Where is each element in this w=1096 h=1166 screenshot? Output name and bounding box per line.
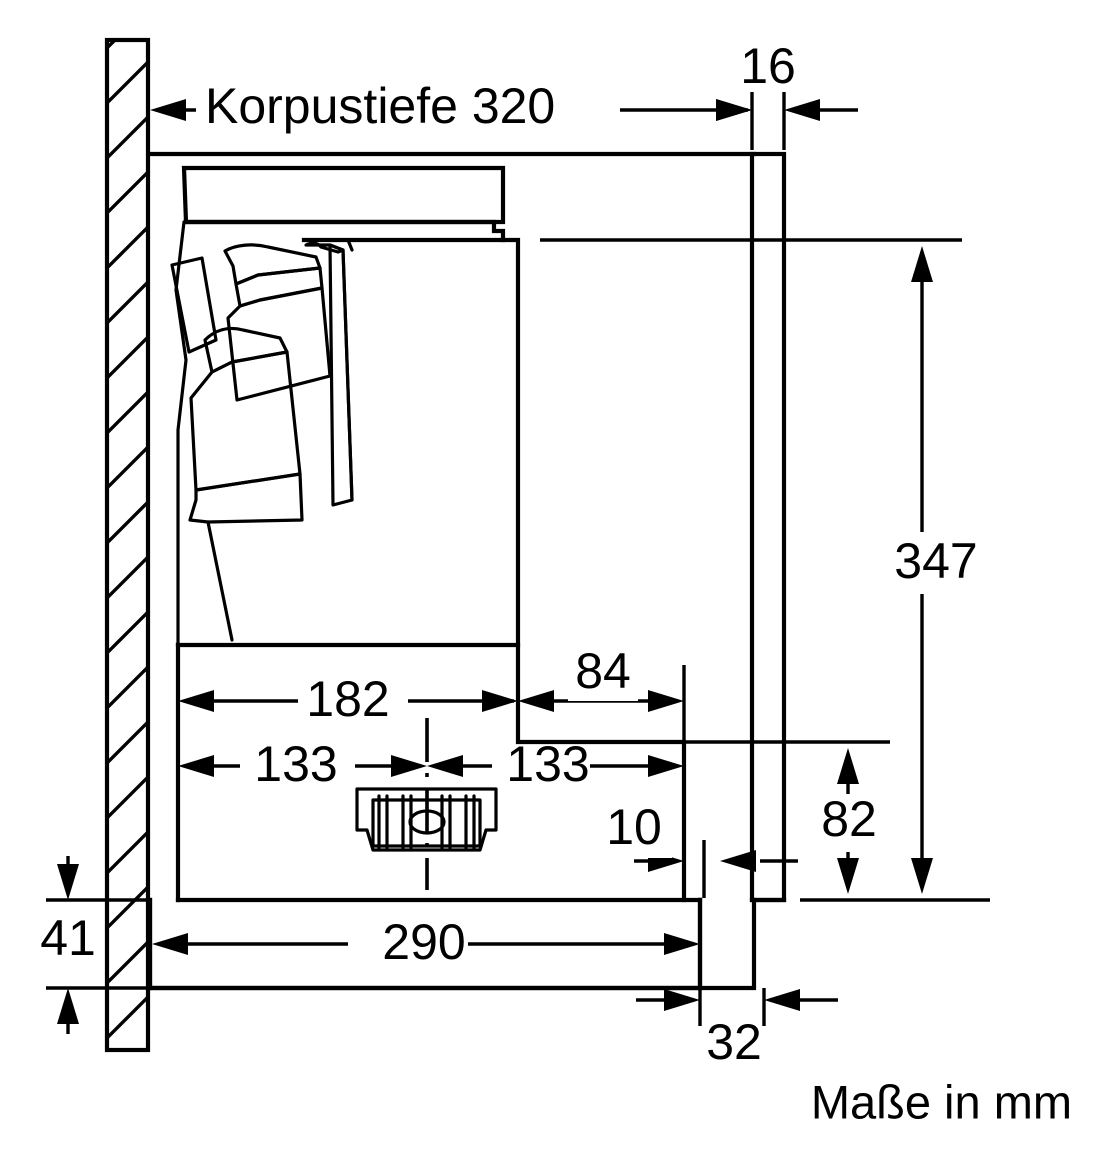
wall-hatching [107, 40, 148, 1050]
dim-10-label-mask [596, 800, 672, 858]
duct-flange-outline [355, 787, 498, 852]
lower-body-step [515, 642, 687, 903]
dim-32-arrow-right [764, 989, 800, 1011]
dim-133-left-label: 133 [254, 736, 337, 792]
canopy-flap-lower [203, 326, 289, 374]
dim-133-right: 133 [427, 736, 684, 792]
dim-347: 347 [540, 238, 996, 902]
wall-section [104, 37, 151, 1053]
dim-347-label: 347 [894, 533, 977, 589]
dim-82-arrow-bottom [837, 858, 859, 894]
canopy-flap-mid [234, 266, 324, 308]
dim-korpustiefe-label: Korpustiefe 320 [205, 78, 555, 134]
dim-41-arrow-bottom [57, 988, 79, 1024]
dim-10-arrow-right [720, 850, 756, 872]
duct-body-outline [371, 798, 482, 848]
front-foot-block [697, 897, 757, 991]
dim-182-arrow-right [482, 690, 518, 712]
canopy-drop-line [206, 520, 234, 642]
dim-84-label: 84 [575, 643, 631, 699]
tilting-canopy-detail [170, 220, 354, 647]
dim-10-label: 10 [606, 799, 662, 855]
dim-290-arrow-right [664, 933, 700, 955]
canopy-lip [188, 472, 304, 524]
dim-347-label-mask [876, 532, 996, 594]
dim-290-label: 290 [382, 914, 465, 970]
dim-korpustiefe-arrow-left [150, 99, 186, 121]
units-note: Maße in mm [811, 1075, 1072, 1128]
dim-41-label: 41 [40, 910, 96, 966]
dim-32: 32 [636, 988, 838, 1070]
dim-84-arrow-left [518, 690, 554, 712]
hood-body-group [147, 151, 787, 991]
canopy-front-rail-edge [341, 248, 354, 502]
canopy-panel-lower [189, 350, 302, 492]
dim-84-arrow-right [648, 690, 684, 712]
canopy-flap-top [223, 243, 322, 286]
dim-82-label-mask [806, 794, 892, 852]
dim-84: 84 [518, 643, 686, 742]
dim-182-arrow-left [178, 690, 214, 712]
front-panel [749, 151, 787, 903]
dim-16: 16 [716, 38, 858, 150]
dim-41: 41 [40, 856, 152, 1034]
dim-290: 290 [152, 914, 700, 970]
dim-82-label: 82 [821, 791, 877, 847]
rail-underside [183, 219, 506, 243]
dim-41-arrow-top [57, 864, 79, 900]
dim-16-arrow-in-right [784, 99, 820, 121]
dim-133-right-arrow-outer [648, 755, 684, 777]
dim-133-right-label: 133 [506, 736, 589, 792]
dim-32-label: 32 [706, 1014, 762, 1070]
dim-133-left-arrow-inner [391, 755, 427, 777]
dim-16-label: 16 [740, 38, 796, 94]
dim-182: 182 [178, 671, 518, 727]
dim-32-arrow-left [664, 989, 700, 1011]
motor-housing-box [175, 237, 521, 648]
canopy-top-cap [334, 238, 354, 252]
dim-133-left: 133 [178, 736, 427, 792]
dim-82: 82 [684, 740, 892, 894]
dim-82-arrow-top [837, 748, 859, 784]
canopy-hinge-arm [170, 256, 218, 354]
slide-rail-box [181, 165, 506, 225]
canopy-back-wall [174, 220, 188, 647]
dim-16-arrow-in-left [716, 99, 752, 121]
dim-347-arrow-top [911, 246, 933, 282]
dim-133-right-arrow-inner [427, 755, 463, 777]
dim-182-label: 182 [306, 671, 389, 727]
canopy-panel-upper [226, 286, 332, 402]
duct-outlet-symbol [355, 718, 498, 890]
dim-10: 10 [596, 799, 798, 898]
dim-84-label-mask [568, 645, 638, 701]
dim-290-arrow-left [152, 933, 188, 955]
dim-347-arrow-bottom [911, 858, 933, 894]
dim-133-left-arrow-outer [178, 755, 214, 777]
dim-korpustiefe: Korpustiefe 320 [150, 78, 752, 134]
